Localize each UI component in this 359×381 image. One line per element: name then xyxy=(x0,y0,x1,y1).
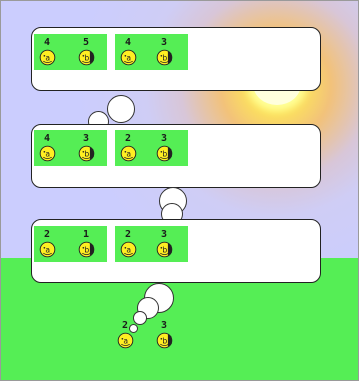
final-items: 2 a 3 b xyxy=(112,318,185,354)
face-icon-a: a xyxy=(39,49,56,66)
count-label: 3 xyxy=(154,229,174,240)
item-group-1-1: 4 a 5 b xyxy=(34,34,107,70)
count-label: 3 xyxy=(76,133,96,144)
item-b: 3 b xyxy=(154,133,174,162)
svg-text:b: b xyxy=(162,149,167,158)
count-label: 2 xyxy=(118,229,138,240)
item-b: 3 b xyxy=(154,320,174,349)
item-a: 2 a xyxy=(118,133,138,162)
count-label: 3 xyxy=(154,320,174,331)
item-b: 3 b xyxy=(154,37,174,66)
svg-text:a: a xyxy=(123,336,128,345)
svg-text:a: a xyxy=(45,53,50,62)
svg-text:b: b xyxy=(162,336,167,345)
face-icon-b: b xyxy=(78,241,95,258)
face-icon-b: b xyxy=(156,241,173,258)
svg-text:b: b xyxy=(84,53,89,62)
svg-text:b: b xyxy=(162,245,167,254)
item-a: 4 a xyxy=(37,37,57,66)
count-label: 3 xyxy=(154,37,174,48)
count-label: 2 xyxy=(118,133,138,144)
count-label: 2 xyxy=(115,320,135,331)
svg-text:a: a xyxy=(126,149,131,158)
face-icon-a: a xyxy=(117,332,134,349)
svg-text:a: a xyxy=(45,149,50,158)
face-icon-b: b xyxy=(78,145,95,162)
face-icon-a: a xyxy=(39,241,56,258)
item-b: 1 b xyxy=(76,229,96,258)
item-group-1-2: 4 a 3 b xyxy=(115,34,188,70)
item-group-3-2: 2 a 3 b xyxy=(115,226,188,262)
count-label: 4 xyxy=(37,133,57,144)
svg-text:a: a xyxy=(126,245,131,254)
face-icon-b: b xyxy=(156,332,173,349)
count-label: 4 xyxy=(37,37,57,48)
svg-text:a: a xyxy=(126,53,131,62)
item-a: 2 a xyxy=(118,229,138,258)
item-group-2-2: 2 a 3 b xyxy=(115,130,188,166)
face-icon-b: b xyxy=(78,49,95,66)
item-a: 4 a xyxy=(37,133,57,162)
face-icon-b: b xyxy=(156,145,173,162)
item-a: 4 a xyxy=(118,37,138,66)
item-group-3-1: 2 a 1 b xyxy=(34,226,107,262)
count-label: 5 xyxy=(76,37,96,48)
item-a: 2 a xyxy=(115,320,135,349)
svg-text:b: b xyxy=(84,149,89,158)
thought-puff xyxy=(107,95,135,123)
svg-text:b: b xyxy=(84,245,89,254)
count-label: 4 xyxy=(118,37,138,48)
item-b: 3 b xyxy=(76,133,96,162)
svg-text:b: b xyxy=(162,53,167,62)
face-icon-a: a xyxy=(120,49,137,66)
face-icon-b: b xyxy=(156,49,173,66)
svg-text:a: a xyxy=(45,245,50,254)
face-icon-a: a xyxy=(120,241,137,258)
count-label: 3 xyxy=(154,133,174,144)
item-a: 2 a xyxy=(37,229,57,258)
item-b: 5 b xyxy=(76,37,96,66)
item-b: 3 b xyxy=(154,229,174,258)
count-label: 2 xyxy=(37,229,57,240)
face-icon-a: a xyxy=(120,145,137,162)
count-label: 1 xyxy=(76,229,96,240)
item-group-2-1: 4 a 3 b xyxy=(34,130,107,166)
face-icon-a: a xyxy=(39,145,56,162)
